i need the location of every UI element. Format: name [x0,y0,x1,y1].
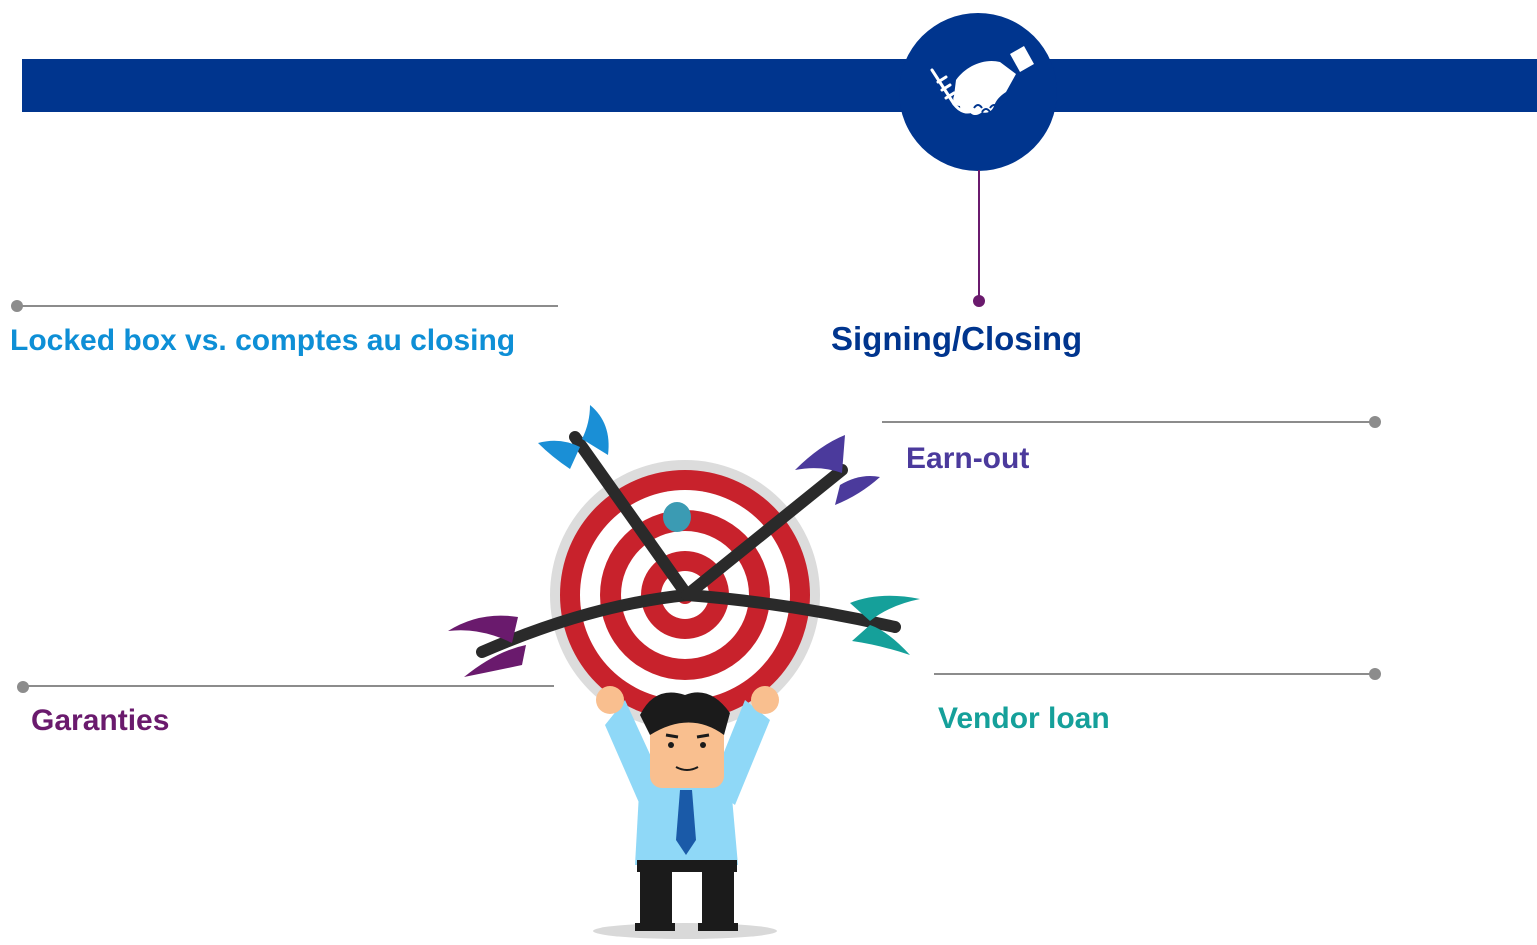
callout-label-locked-box: Locked box vs. comptes au closing [10,324,516,357]
callout-line-garanties [23,685,554,687]
header-banner [22,59,1537,112]
callout-dot-vendor-loan [1369,668,1381,680]
callout-line-vendor-loan [934,673,1375,675]
handshake-icon [899,13,1057,171]
businessman-holding-target-illustration [440,395,940,940]
handshake-badge [898,12,1058,172]
callout-line-earn-out [882,421,1375,423]
businessman-holding-target-icon [448,405,920,939]
center-topic-label: Signing/Closing [831,320,1083,357]
center-connector [978,170,980,300]
callout-dot-garanties [17,681,29,693]
callout-dot-earn-out [1369,416,1381,428]
callout-line-locked-box [17,305,558,307]
center-connector-dot [973,295,985,307]
callout-label-earn-out: Earn-out [906,442,1030,475]
callout-label-garanties: Garanties [31,704,170,737]
callout-label-vendor-loan: Vendor loan [938,702,1110,735]
